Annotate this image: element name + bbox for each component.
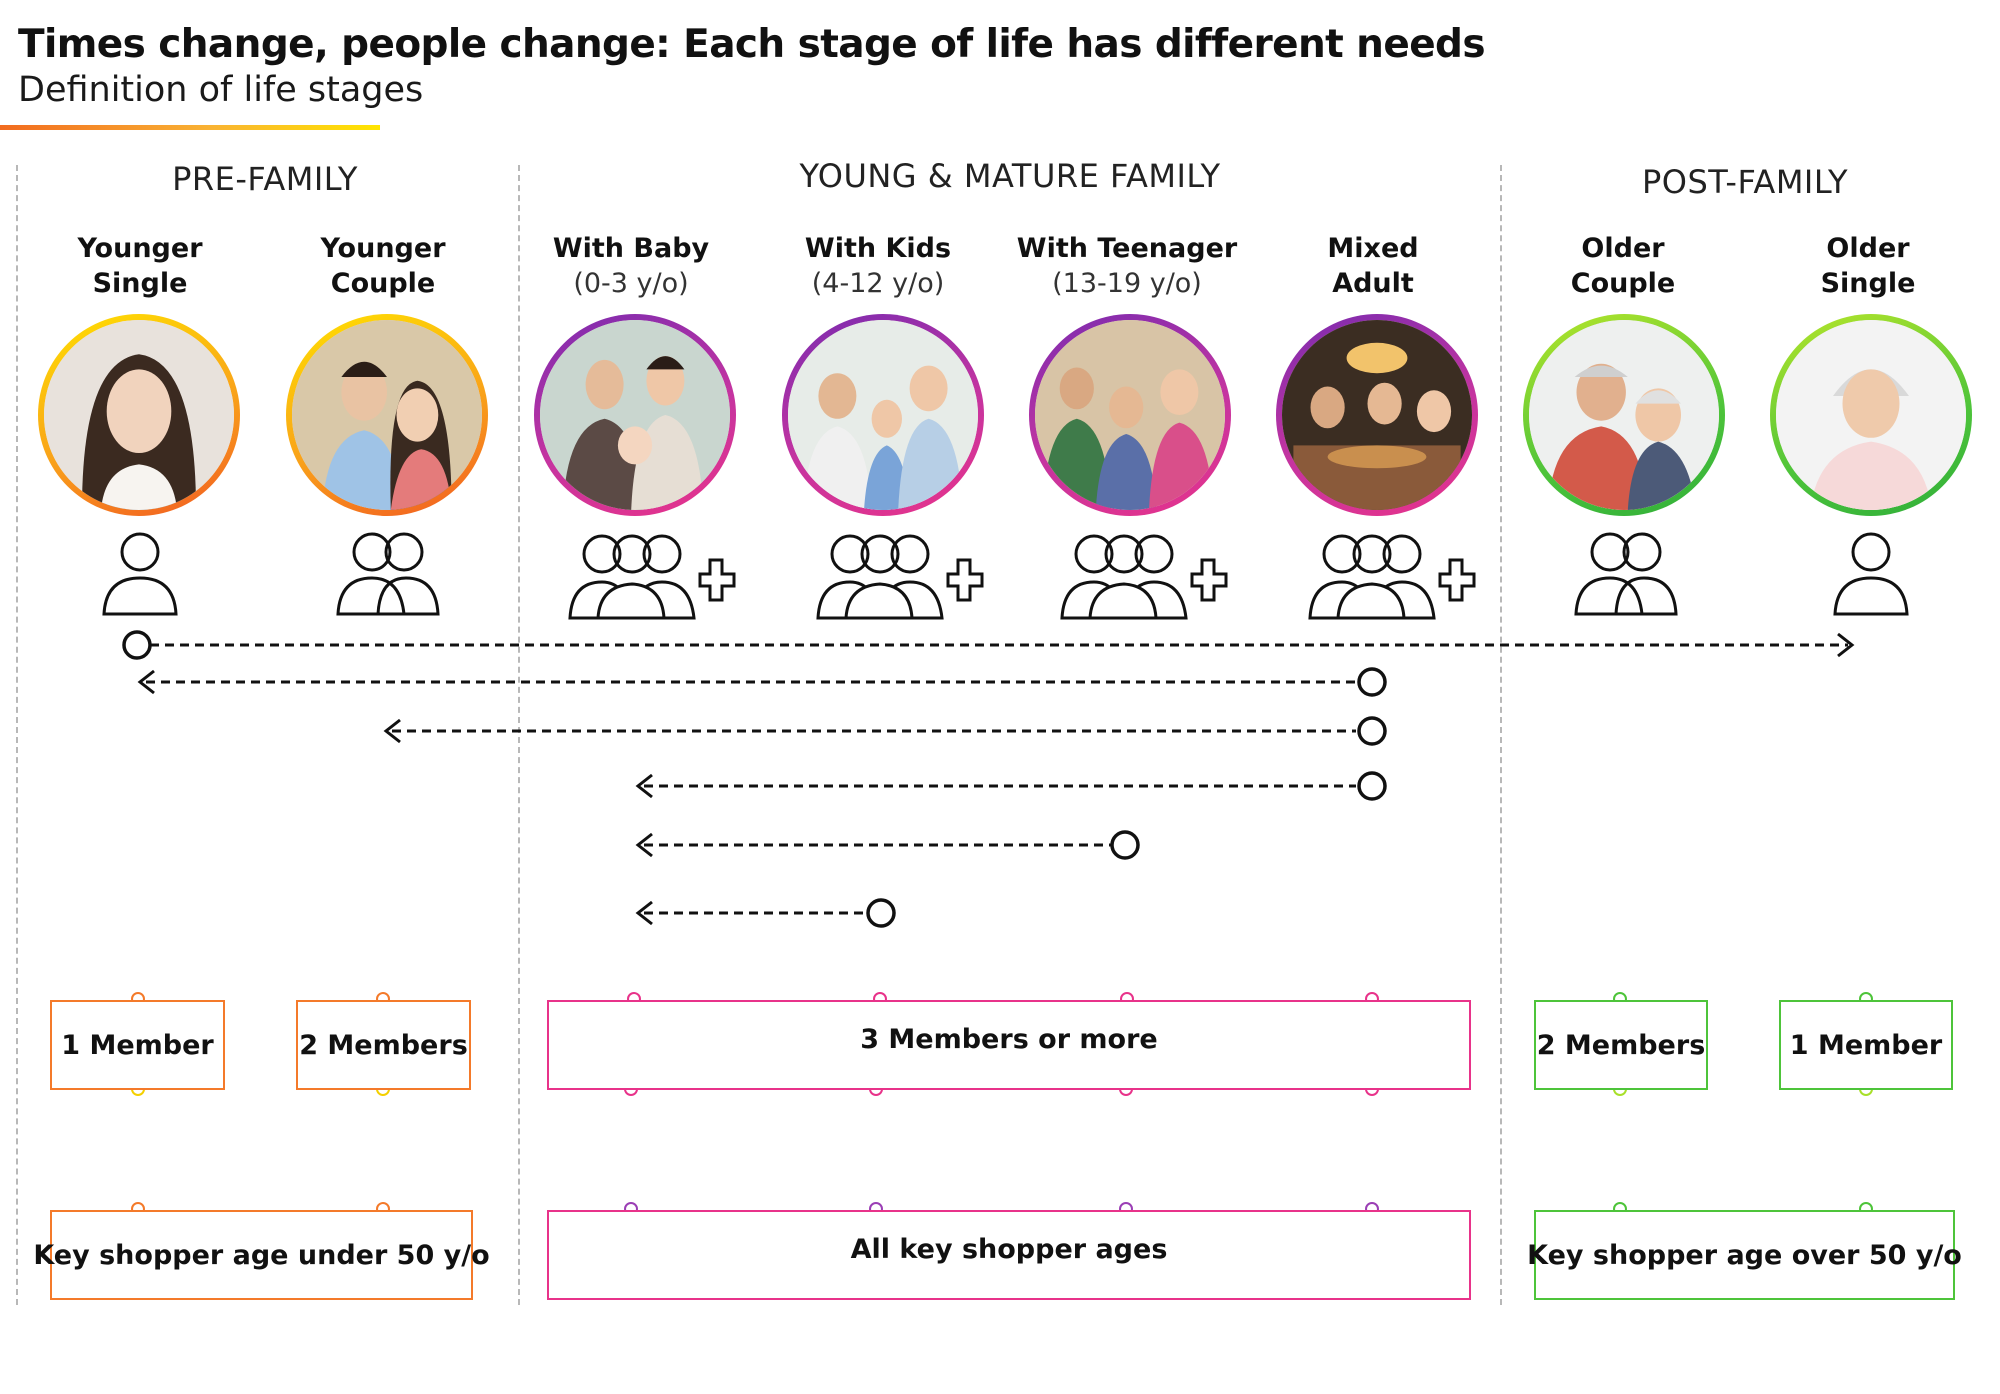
stage-name-line: Couple bbox=[330, 268, 436, 299]
stage-age-range: (13-19 y/o) bbox=[1052, 268, 1202, 299]
portrait-illustration bbox=[1529, 320, 1719, 510]
stage-name-line: With Baby bbox=[552, 233, 710, 264]
age-box-pre-family: Key shopper age under 50 y/o bbox=[33, 1210, 490, 1300]
member-box-younger-single: 1 Member bbox=[50, 1000, 225, 1090]
age-box-family: All key shopper ages bbox=[547, 1210, 1471, 1300]
group-divider bbox=[518, 165, 520, 1305]
origin-node bbox=[1110, 830, 1140, 860]
stage-name-line: Adult bbox=[1332, 268, 1414, 299]
transition-origin-nodes bbox=[122, 630, 1387, 928]
group-label-young-mature-family: YOUNG & MATURE FAMILY bbox=[799, 157, 1221, 195]
group-divider bbox=[16, 165, 18, 1305]
arrowhead-left-icon bbox=[635, 832, 653, 858]
arrowhead-left-icon bbox=[635, 900, 653, 926]
member-box-older-couple: 2 Members bbox=[1534, 1000, 1708, 1090]
stage-name-line: Younger bbox=[320, 233, 446, 264]
photo-mixed-adult bbox=[1276, 314, 1478, 516]
stage-older-couple: Older Couple bbox=[1508, 231, 1738, 301]
stage-name-line: With Kids bbox=[804, 233, 952, 264]
title-underline bbox=[0, 125, 380, 130]
stage-name-line: Couple bbox=[1570, 268, 1676, 299]
member-box-younger-couple: 2 Members bbox=[296, 1000, 471, 1090]
stage-mixed-adult: Mixed Adult bbox=[1258, 231, 1488, 301]
group-label-post-family: POST-FAMILY bbox=[1642, 163, 1848, 201]
stage-name-line: Single bbox=[92, 268, 188, 299]
arrowhead-left-icon bbox=[137, 669, 155, 695]
age-box-post-family: Key shopper age over 50 y/o bbox=[1527, 1210, 1962, 1300]
two-people-icon bbox=[336, 532, 440, 616]
group-plus-icon bbox=[1060, 534, 1228, 620]
photo-with-baby bbox=[534, 314, 736, 516]
single-person-icon bbox=[1833, 532, 1909, 616]
portrait-illustration bbox=[44, 320, 234, 510]
photo-older-couple bbox=[1523, 314, 1725, 516]
stage-name-line: Older bbox=[1826, 233, 1910, 264]
stage-name-line: Single bbox=[1820, 268, 1916, 299]
stage-with-kids: With Kids (4-12 y/o) bbox=[763, 231, 993, 301]
stage-age-range: (4-12 y/o) bbox=[811, 268, 945, 299]
group-label-pre-family: PRE-FAMILY bbox=[172, 160, 358, 198]
stage-younger-single: Younger Single bbox=[25, 231, 255, 301]
stage-age-range: (0-3 y/o) bbox=[573, 268, 689, 299]
photo-with-kids bbox=[782, 314, 984, 516]
stage-younger-couple: Younger Couple bbox=[268, 231, 498, 301]
two-people-icon bbox=[1574, 532, 1678, 616]
stage-name-line: Mixed bbox=[1327, 233, 1419, 264]
arrowhead-left-icon bbox=[635, 773, 653, 799]
origin-node bbox=[866, 898, 896, 928]
origin-node bbox=[1357, 716, 1387, 746]
stage-name-line: Younger bbox=[77, 233, 203, 264]
photo-with-teenager bbox=[1029, 314, 1231, 516]
arrowhead-left-icon bbox=[383, 718, 401, 744]
page-title: Times change, people change: Each stage … bbox=[18, 22, 1486, 67]
stage-older-single: Older Single bbox=[1753, 231, 1983, 301]
stage-name-line: Older bbox=[1581, 233, 1665, 264]
origin-node bbox=[1357, 771, 1387, 801]
arrowhead-right-icon bbox=[1837, 632, 1855, 658]
stage-name-line: With Teenager bbox=[1016, 233, 1238, 264]
single-person-icon bbox=[102, 532, 178, 616]
portrait-illustration bbox=[540, 320, 730, 510]
portrait-illustration bbox=[1776, 320, 1966, 510]
origin-node bbox=[1357, 667, 1387, 697]
group-plus-icon bbox=[1308, 534, 1476, 620]
portrait-illustration bbox=[788, 320, 978, 510]
transition-arrows bbox=[137, 632, 1855, 926]
portrait-illustration bbox=[292, 320, 482, 510]
origin-node bbox=[122, 630, 152, 660]
member-box-family: 3 Members or more bbox=[547, 1000, 1471, 1090]
member-box-older-single: 1 Member bbox=[1779, 1000, 1953, 1090]
group-plus-icon bbox=[568, 534, 736, 620]
stage-with-baby: With Baby (0-3 y/o) bbox=[516, 231, 746, 301]
photo-younger-couple bbox=[286, 314, 488, 516]
photo-younger-single bbox=[38, 314, 240, 516]
group-plus-icon bbox=[816, 534, 984, 620]
group-divider bbox=[1500, 165, 1502, 1305]
page-subtitle: Definition of life stages bbox=[18, 70, 424, 110]
photo-older-single bbox=[1770, 314, 1972, 516]
stage-with-teenager: With Teenager (13-19 y/o) bbox=[1012, 231, 1242, 301]
